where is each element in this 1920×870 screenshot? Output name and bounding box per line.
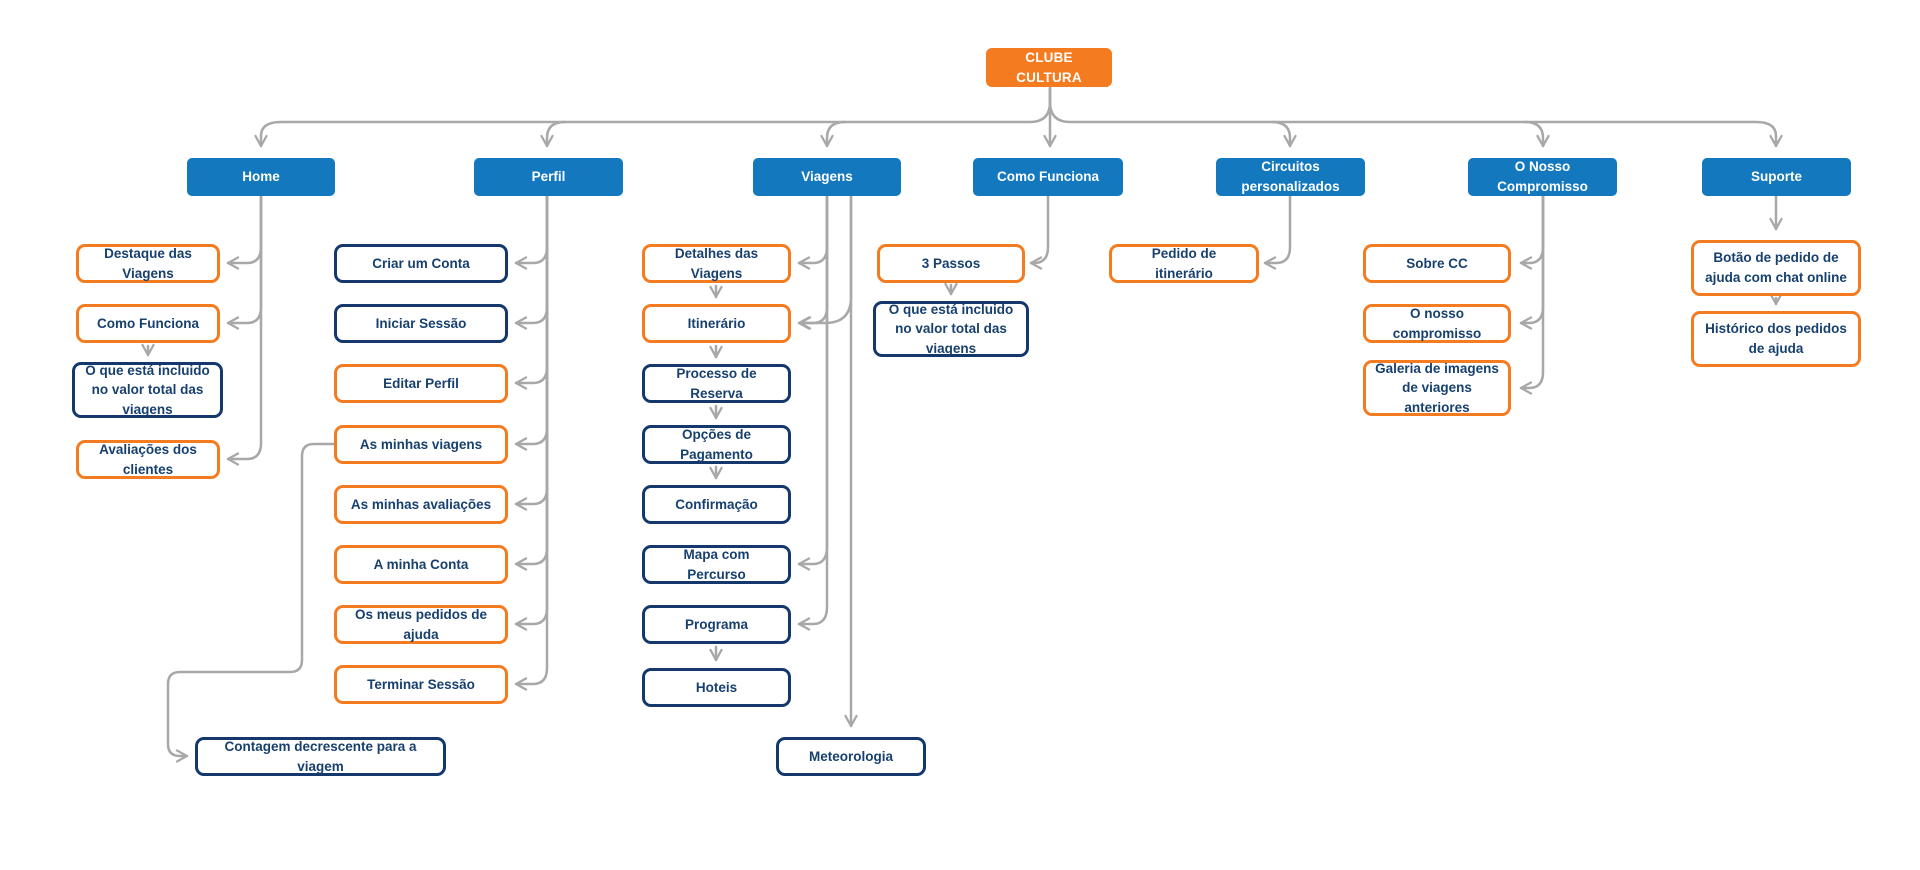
node-editar-perfil: Editar Perfil xyxy=(334,364,508,403)
node-detalhes-das-viagens: Detalhes das Viagens xyxy=(642,244,791,283)
node-itinerario: Itinerário xyxy=(642,304,791,343)
node-confirmacao: Confirmação xyxy=(642,485,791,524)
node-o-nosso-compromisso-child: O nosso compromisso xyxy=(1363,304,1511,343)
node-perfil: Perfil xyxy=(474,158,623,196)
connectors-home xyxy=(141,194,263,466)
node-iniciar-sessao: Iniciar Sessão xyxy=(334,304,508,343)
connectors-root xyxy=(254,86,1783,148)
node-programa: Programa xyxy=(642,605,791,644)
node-viagens: Viagens xyxy=(753,158,901,196)
node-a-minha-conta: A minha Conta xyxy=(334,545,508,584)
node-clube-cultura: CLUBE CULTURA xyxy=(986,48,1112,87)
connectors-como-funciona xyxy=(944,194,1050,296)
node-hoteis: Hoteis xyxy=(642,668,791,707)
node-destaque-das-viagens: Destaque das Viagens xyxy=(76,244,220,283)
node-processo-de-reserva: Processo de Reserva xyxy=(642,364,791,403)
node-botao-pedido-ajuda: Botão de pedido de ajuda com chat online xyxy=(1691,240,1861,296)
node-como-funciona: Como Funciona xyxy=(973,158,1123,196)
node-mapa-com-percurso: Mapa com Percurso xyxy=(642,545,791,584)
node-circuitos-personalizados: Circuitos personalizados xyxy=(1216,158,1365,196)
connectors-circuitos xyxy=(1263,194,1292,270)
node-o-nosso-compromisso: O Nosso Compromisso xyxy=(1468,158,1617,196)
node-sobre-cc: Sobre CC xyxy=(1363,244,1511,283)
node-as-minhas-viagens: As minhas viagens xyxy=(334,425,508,464)
node-galeria-de-imagens: Galeria de imagens de viagens anteriores xyxy=(1363,360,1511,416)
connectors-perfil xyxy=(166,194,549,763)
node-historico-pedidos-ajuda: Histórico dos pedidos de ajuda xyxy=(1691,311,1861,367)
node-home-valor-total: O que está incluido no valor total das v… xyxy=(72,362,223,418)
node-terminar-sessao: Terminar Sessão xyxy=(334,665,508,704)
node-home: Home xyxy=(187,158,335,196)
node-home-como-funciona: Como Funciona xyxy=(76,304,220,343)
node-os-meus-pedidos-de-ajuda: Os meus pedidos de ajuda xyxy=(334,605,508,644)
node-as-minhas-avaliacoes: As minhas avaliações xyxy=(334,485,508,524)
node-opcoes-de-pagamento: Opções de Pagamento xyxy=(642,425,791,464)
node-suporte: Suporte xyxy=(1702,158,1851,196)
node-meteorologia: Meteorologia xyxy=(776,737,926,776)
node-criar-um-conta: Criar um Conta xyxy=(334,244,508,283)
node-avaliacoes-dos-clientes: Avaliações dos clientes xyxy=(76,440,220,479)
node-pedido-de-itinerario: Pedido de itinerário xyxy=(1109,244,1259,283)
connectors-viagens xyxy=(709,194,858,728)
node-cf-valor-total: O que está incluido no valor total das v… xyxy=(873,301,1029,357)
connectors-compromisso xyxy=(1519,194,1545,395)
node-3-passos: 3 Passos xyxy=(877,244,1025,283)
node-contagem-decrescente: Contagem decrescente para a viagem xyxy=(195,737,446,776)
